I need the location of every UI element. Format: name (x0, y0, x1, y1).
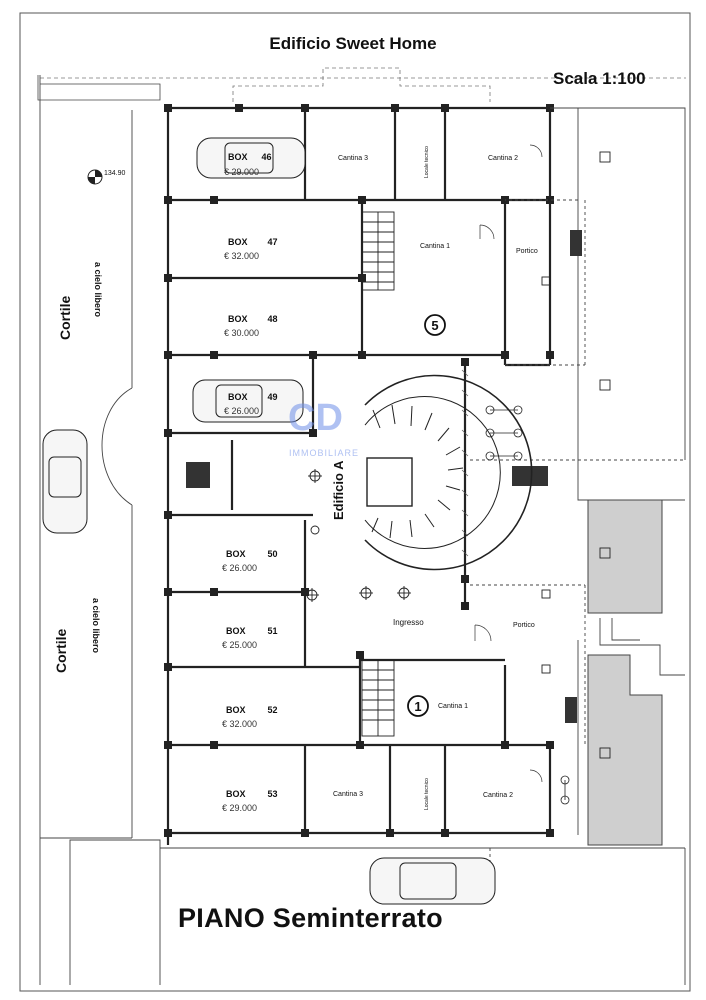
marker-bottom: 1 (407, 695, 429, 717)
drawing-scale: Scala 1:100 (553, 69, 646, 88)
room-cantina2-bottom: Cantina 2 (483, 792, 513, 799)
hall-hatched-wall (461, 369, 469, 557)
left-site-outline (37, 75, 161, 985)
grilles (186, 230, 582, 723)
stair-bottom (361, 659, 395, 737)
bottom-courtyard (69, 839, 686, 985)
building-walls (166, 106, 552, 845)
room-cantina3-bottom: Cantina 3 (333, 791, 363, 798)
stair-top (361, 211, 395, 291)
room-portico-top: Portico (516, 248, 538, 255)
room-cantina3-top: Cantina 3 (338, 155, 368, 162)
box-51-price: € 25.000 (222, 640, 257, 650)
courtyard-top-note: a cielo libero (93, 262, 103, 318)
marker-top-number: 5 (431, 318, 438, 333)
room-cantina1-bottom: Cantina 1 (438, 703, 468, 710)
box-48-price: € 30.000 (224, 328, 259, 338)
level-mark-value: 134.90 (104, 170, 126, 177)
hall-lamps (305, 469, 411, 602)
box-53-price: € 29.000 (222, 803, 257, 813)
courtyard-bottom-note: a cielo libero (91, 598, 101, 654)
sheet-border (19, 12, 691, 992)
car-box-46 (196, 137, 306, 179)
drain-markers (541, 151, 611, 759)
box-47-price: € 32.000 (224, 251, 259, 261)
room-portico-bottom: Portico (513, 622, 535, 629)
car-courtyard (42, 429, 88, 534)
watermark-text: IMMOBILIARE (289, 448, 359, 458)
box-50-price: € 26.000 (222, 563, 257, 573)
marker-bottom-number: 1 (414, 699, 421, 714)
room-cantina2-top: Cantina 2 (488, 155, 518, 162)
drawing-title: Edificio Sweet Home (269, 34, 437, 53)
building-label: Edificio A (331, 460, 346, 520)
watermark-logo-letters: CD (288, 397, 343, 439)
box-46-price: € 29.000 (224, 167, 259, 177)
room-cantina1-top: Cantina 1 (420, 243, 450, 250)
room-ingresso: Ingresso (393, 618, 424, 627)
floor-label: PIANO Seminterrato (178, 903, 443, 933)
marker-top: 5 (424, 314, 446, 336)
bike-racks (485, 405, 570, 805)
room-locale-tecnico-bottom: Locale tecnico (424, 778, 430, 810)
spiral-staircase (364, 374, 533, 571)
box-52-price: € 32.000 (222, 719, 257, 729)
level-mark-symbol (87, 169, 103, 185)
room-labels: Cantina 3 Cantina 2 Cantina 1 Portico In… (333, 146, 538, 810)
courtyard-top-name: Cortile (57, 295, 73, 340)
box-49-price: € 26.000 (224, 406, 259, 416)
watermark-logo: CD IMMOBILIARE (288, 397, 359, 458)
right-planters (587, 499, 685, 846)
room-locale-tecnico-top: Locale tecnico (424, 146, 430, 178)
car-bottom (369, 857, 496, 905)
car-box-49 (192, 379, 304, 423)
courtyard-bottom-name: Cortile (53, 628, 69, 673)
door-swings (474, 144, 543, 783)
top-projection-outline (40, 67, 686, 102)
